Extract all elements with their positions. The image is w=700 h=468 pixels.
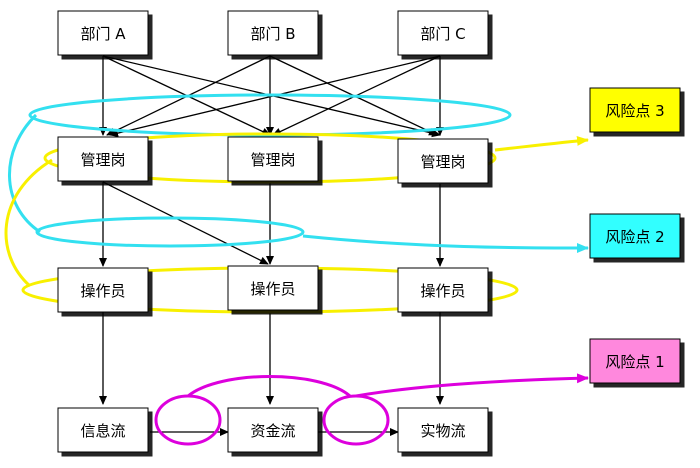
goods-flow-box: 实物流 xyxy=(397,407,489,453)
operator-label-1: 操作员 xyxy=(80,282,125,300)
goods-flow-label: 实物流 xyxy=(420,422,465,440)
department-row: 部门 A 部门 B 部门 C xyxy=(57,10,489,56)
fund-flow-label: 资金流 xyxy=(250,422,295,440)
risk-point-2-label: 风险点 2 xyxy=(605,228,664,246)
info-flow-box: 信息流 xyxy=(57,407,149,453)
department-c-label: 部门 C xyxy=(420,25,465,43)
department-b-box: 部门 B xyxy=(227,10,319,56)
operator-label-3: 操作员 xyxy=(420,282,465,300)
manager-box-1: 管理岗 xyxy=(57,136,149,182)
operator-box-1: 操作员 xyxy=(57,267,149,313)
magenta-risk-loop xyxy=(154,373,589,446)
risk-point-1-label: 风险点 1 xyxy=(605,353,664,371)
manager-operator-connectors xyxy=(99,181,444,267)
operator-box-2: 操作员 xyxy=(227,265,319,311)
department-b-label: 部门 B xyxy=(250,25,295,43)
manager-label-2: 管理岗 xyxy=(250,151,295,169)
operator-label-2: 操作员 xyxy=(250,280,295,298)
operator-flow-connectors xyxy=(99,312,444,405)
manager-row: 管理岗 管理岗 管理岗 xyxy=(57,136,489,184)
operator-row: 操作员 操作员 操作员 xyxy=(57,265,489,313)
risk-point-2-box: 风险点 2 xyxy=(589,213,681,259)
manager-label-1: 管理岗 xyxy=(80,151,125,169)
risk-point-3-box: 风险点 3 xyxy=(589,87,681,133)
department-a-box: 部门 A xyxy=(57,10,149,56)
department-a-label: 部门 A xyxy=(80,25,126,43)
info-flow-label: 信息流 xyxy=(80,422,125,440)
flow-row: 信息流 资金流 实物流 xyxy=(57,407,489,453)
manager-box-3: 管理岗 xyxy=(397,138,489,184)
risk-point-3-label: 风险点 3 xyxy=(605,102,664,120)
manager-label-3: 管理岗 xyxy=(420,153,465,171)
fund-flow-box: 资金流 xyxy=(227,407,319,453)
manager-box-2: 管理岗 xyxy=(227,136,319,182)
department-c-box: 部门 C xyxy=(397,10,489,56)
operator-box-3: 操作员 xyxy=(397,267,489,313)
risk-point-legend: 风险点 3 风险点 2 风险点 1 xyxy=(589,87,681,384)
risk-point-1-box: 风险点 1 xyxy=(589,338,681,384)
